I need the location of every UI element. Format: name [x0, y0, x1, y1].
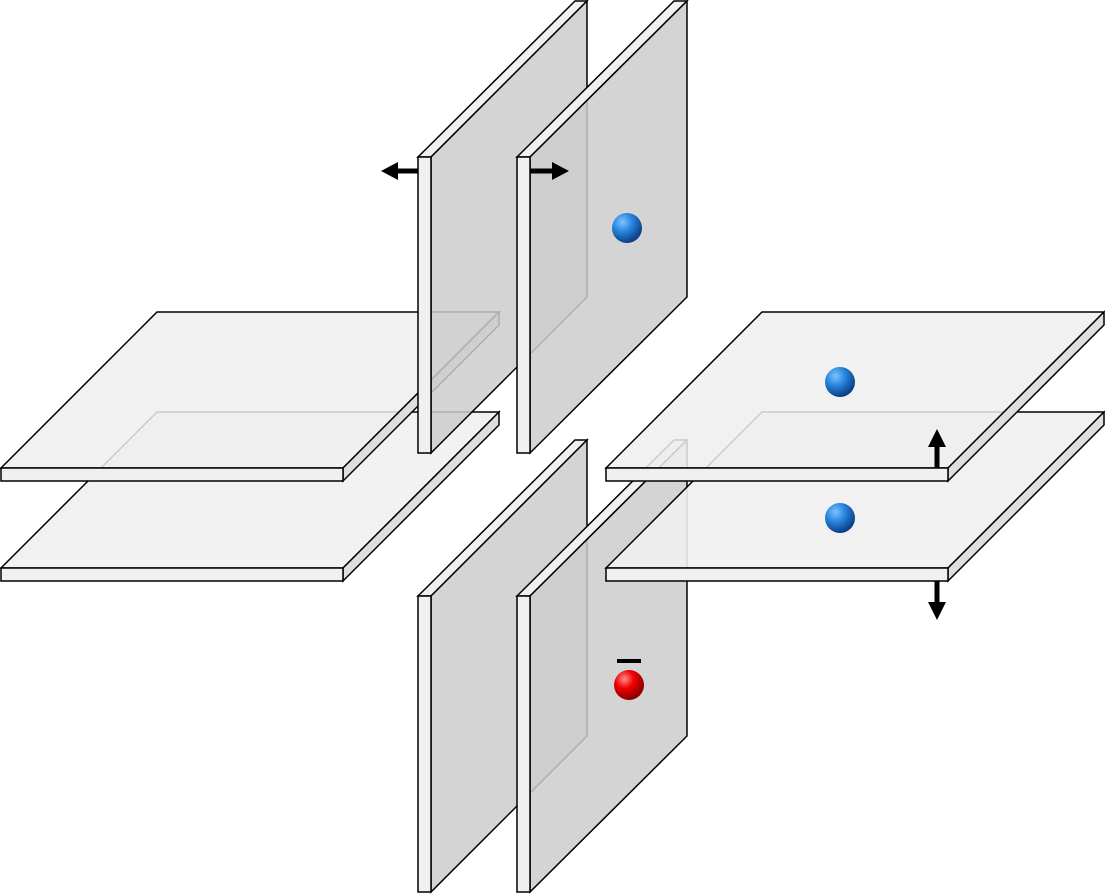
right-down-arrow	[928, 581, 946, 620]
bottom-left-vertical-plate	[416, 438, 589, 894]
top-left-arrow	[381, 162, 418, 180]
top-vertical-particle	[612, 213, 642, 243]
right-upper-particle	[825, 367, 855, 397]
top-right-vertical-plate	[515, 0, 689, 455]
right-upper-horizontal-plate	[604, 310, 1105, 483]
right-lower-particle	[825, 503, 855, 533]
top-right-arrow	[530, 162, 569, 180]
bottom-vertical-antiparticle	[614, 659, 644, 700]
top-left-vertical-plate	[416, 0, 589, 455]
left-upper-horizontal-plate	[0, 310, 501, 483]
right-up-arrow	[928, 429, 946, 468]
antiparticle-bar	[617, 659, 641, 663]
